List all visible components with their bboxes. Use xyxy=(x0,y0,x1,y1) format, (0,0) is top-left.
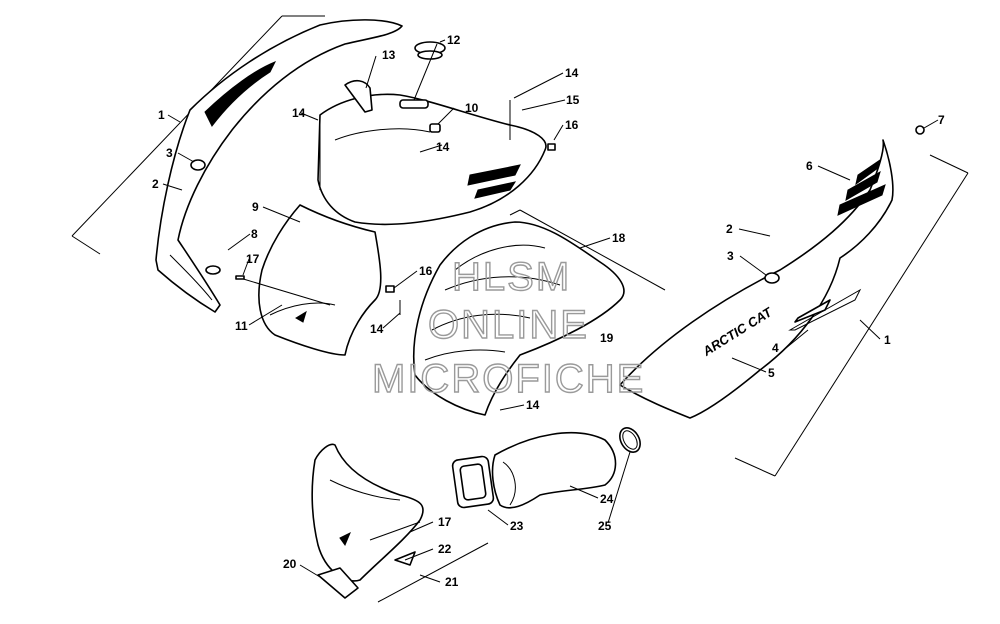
bracket-20 xyxy=(317,567,359,599)
callout-label: 17 xyxy=(438,515,452,529)
callout-label: 14 xyxy=(565,66,579,80)
watermark-line3: MICROFICHE xyxy=(372,357,645,401)
callout-label: 7 xyxy=(938,113,945,127)
callout-label: 14 xyxy=(292,106,306,120)
nut-16a xyxy=(547,143,556,151)
hood-assembly xyxy=(317,41,556,226)
callout-label: 8 xyxy=(251,227,258,241)
rivet-7 xyxy=(915,125,925,135)
callout-label: 2 xyxy=(152,177,159,191)
watermark-line1: HLSM xyxy=(452,255,571,299)
callout-label: 23 xyxy=(510,519,524,533)
callout-label: 4 xyxy=(772,341,779,355)
air-intake xyxy=(451,427,641,509)
callout-label: 11 xyxy=(235,319,248,333)
left-side-panel xyxy=(71,15,403,313)
callout-label: 16 xyxy=(565,118,579,132)
callout-label: 21 xyxy=(445,575,459,589)
callout-label: 2 xyxy=(726,222,733,236)
clip-10 xyxy=(429,123,441,133)
right-side-panel: ARCTIC CAT xyxy=(619,125,969,477)
callout-label: 22 xyxy=(438,542,452,556)
watermark: HLSM ONLINE MICROFICHE xyxy=(371,254,645,401)
callout-label: 1 xyxy=(158,108,165,122)
nut-16b xyxy=(385,285,395,293)
callout-label: 6 xyxy=(806,159,813,173)
callout-label: 24 xyxy=(600,492,614,506)
lower-nose-cone xyxy=(311,443,489,603)
callout-label: 13 xyxy=(382,48,396,62)
leader-lines xyxy=(162,39,939,583)
callout-label: 14 xyxy=(436,140,450,154)
callout-label: 15 xyxy=(566,93,580,107)
callout-label: 20 xyxy=(283,557,297,571)
hose-13 xyxy=(344,79,373,113)
watermark-line2: ONLINE xyxy=(428,303,589,347)
callout-labels: 1 3 2 13 12 14 10 14 14 15 16 9 8 17 11 … xyxy=(152,33,945,589)
callout-label: 14 xyxy=(526,398,540,412)
nose-pan xyxy=(235,204,382,356)
emblem-3-right xyxy=(764,272,780,284)
grommet-8 xyxy=(205,265,221,275)
callout-label: 3 xyxy=(727,249,734,263)
belly-pan xyxy=(385,209,666,416)
callout-label: 14 xyxy=(370,322,384,336)
callout-label: 19 xyxy=(600,331,614,345)
callout-label: 17 xyxy=(246,252,260,266)
callout-label: 10 xyxy=(465,101,479,115)
callout-label: 1 xyxy=(884,333,891,347)
decal-22 xyxy=(394,551,416,566)
callout-label: 18 xyxy=(612,231,626,245)
callout-label: 3 xyxy=(166,146,173,160)
callout-label: 12 xyxy=(447,33,461,47)
emblem-3-left xyxy=(190,159,206,171)
clamp-25 xyxy=(619,427,641,453)
callout-label: 25 xyxy=(598,519,612,533)
callout-label: 5 xyxy=(768,366,775,380)
callout-label: 9 xyxy=(252,200,259,214)
callout-label: 16 xyxy=(419,264,433,278)
